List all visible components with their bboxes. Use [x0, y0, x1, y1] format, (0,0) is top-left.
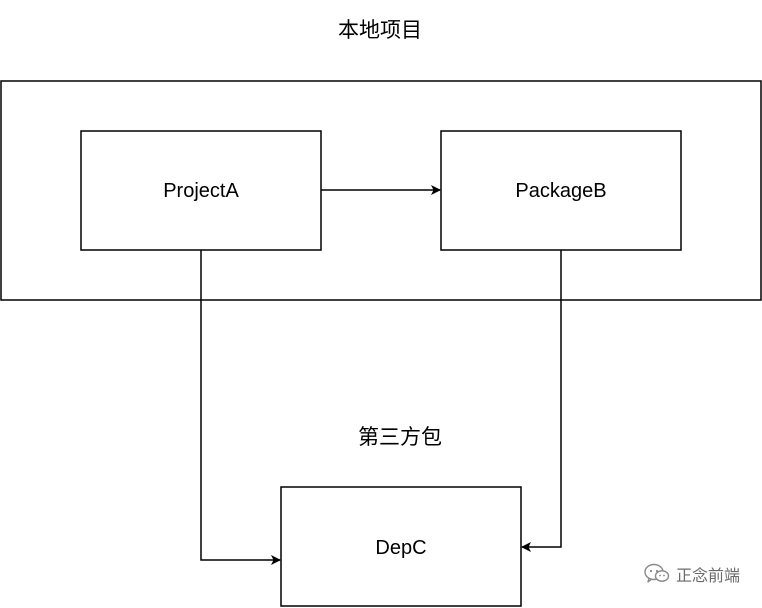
local-project-container: [0, 80, 762, 301]
local-project-title: 本地项目: [338, 18, 422, 42]
node-project-a[interactable]: ProjectA: [80, 130, 322, 251]
edge-projecta-to-depc: [200, 250, 281, 565]
node-dep-c[interactable]: DepC: [280, 486, 522, 607]
node-dep-c-label: DepC: [375, 537, 426, 559]
third-party-title: 第三方包: [358, 425, 442, 449]
node-package-b[interactable]: PackageB: [440, 130, 682, 251]
wechat-icon: [644, 563, 670, 583]
edge-packageb-to-depc: [521, 250, 562, 552]
node-project-a-label: ProjectA: [163, 180, 239, 202]
watermark-text: 正念前端: [675, 566, 740, 585]
watermark: 正念前端: [644, 562, 740, 586]
node-package-b-label: PackageB: [515, 180, 606, 202]
